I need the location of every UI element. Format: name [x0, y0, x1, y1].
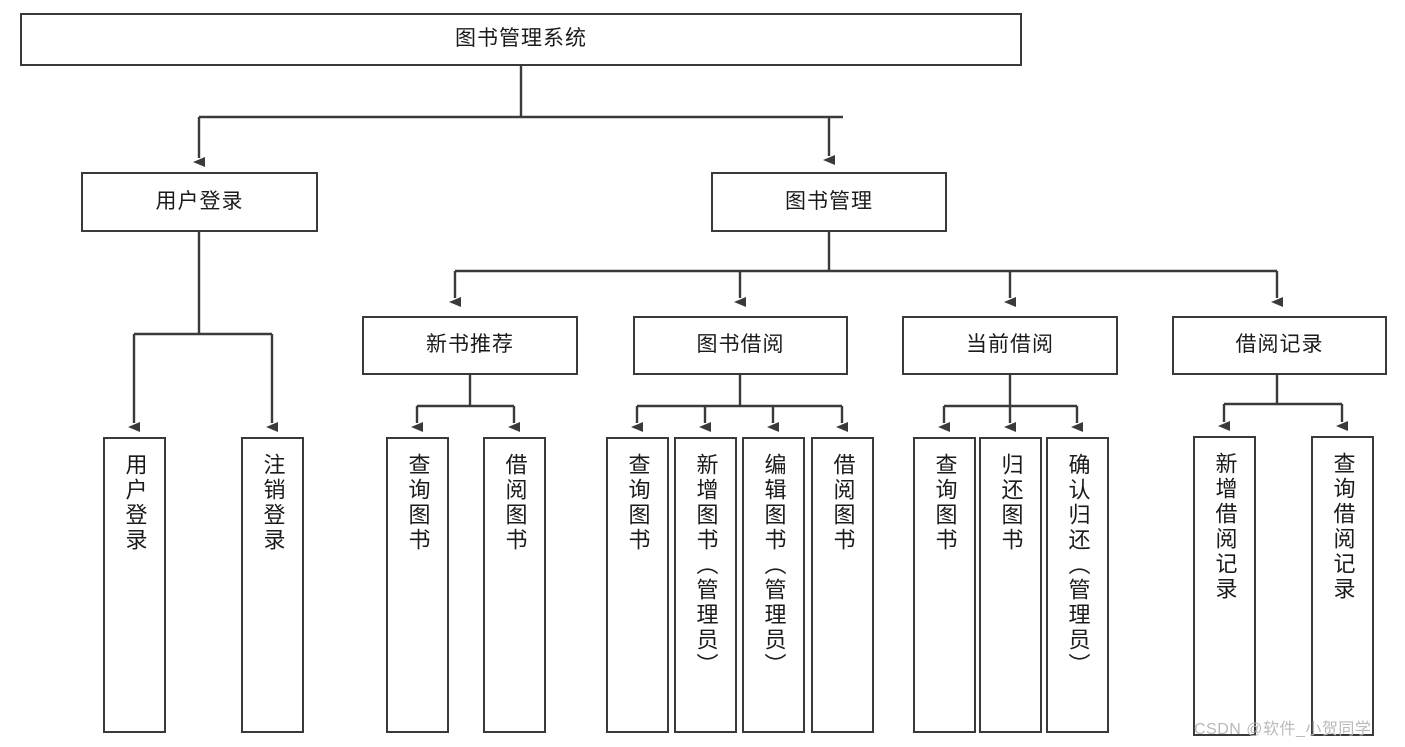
node-user-login-label: 用户登录 [155, 189, 244, 213]
node-root-label: 图书管理系统 [455, 27, 587, 51]
leaf-new-book-query-book[interactable]: 查询图书 [386, 437, 449, 733]
node-borrow-record[interactable]: 借阅记录 [1172, 316, 1387, 375]
leaf-label: 查询图书 [932, 453, 958, 553]
leaf-label: 新增借阅记录 [1212, 452, 1238, 602]
node-user-login[interactable]: 用户登录 [81, 172, 318, 232]
node-book-management[interactable]: 图书管理 [711, 172, 947, 232]
leaf-book-borrow-edit-book-admin[interactable]: 编辑图书（管理员） [742, 437, 805, 733]
node-borrow-record-label: 借阅记录 [1235, 333, 1324, 357]
leaf-borrow-record-query-record[interactable]: 查询借阅记录 [1311, 436, 1374, 736]
node-book-management-label: 图书管理 [785, 189, 873, 213]
node-book-borrow[interactable]: 图书借阅 [633, 316, 848, 375]
leaf-book-borrow-borrow-book[interactable]: 借阅图书 [811, 437, 874, 733]
leaf-label: 借阅图书 [830, 453, 856, 553]
leaf-label: 编辑图书（管理员） [761, 453, 787, 678]
leaf-label: 确认归还（管理员） [1065, 453, 1091, 678]
node-current-borrow[interactable]: 当前借阅 [902, 316, 1118, 375]
leaf-new-book-borrow-book[interactable]: 借阅图书 [483, 437, 546, 733]
leaf-user-login-login[interactable]: 用户登录 [103, 437, 166, 733]
leaf-user-login-logout[interactable]: 注销登录 [241, 437, 304, 733]
csdn-watermark: CSDN @软件_小贺同学 [1194, 721, 1372, 738]
leaf-label: 借阅图书 [502, 453, 528, 553]
leaf-current-borrow-return-book[interactable]: 归还图书 [979, 437, 1042, 733]
leaf-current-borrow-query-book[interactable]: 查询图书 [913, 437, 976, 733]
leaf-label: 新增图书（管理员） [693, 453, 719, 678]
leaf-label: 归还图书 [998, 453, 1024, 553]
leaf-book-borrow-query-book[interactable]: 查询图书 [606, 437, 669, 733]
leaf-current-borrow-confirm-return-admin[interactable]: 确认归还（管理员） [1046, 437, 1109, 733]
leaf-borrow-record-add-record[interactable]: 新增借阅记录 [1193, 436, 1256, 736]
leaf-book-borrow-add-book-admin[interactable]: 新增图书（管理员） [674, 437, 737, 733]
node-new-book-recommend-label: 新书推荐 [426, 333, 514, 357]
leaf-label: 查询图书 [405, 453, 431, 553]
node-current-borrow-label: 当前借阅 [966, 333, 1054, 357]
node-new-book-recommend[interactable]: 新书推荐 [362, 316, 578, 375]
leaf-label: 注销登录 [260, 453, 286, 553]
leaf-label: 用户登录 [122, 453, 148, 553]
node-book-borrow-label: 图书借阅 [696, 333, 785, 357]
leaf-label: 查询图书 [625, 453, 651, 553]
leaf-label: 查询借阅记录 [1330, 452, 1356, 602]
node-root[interactable]: 图书管理系统 [20, 13, 1022, 66]
